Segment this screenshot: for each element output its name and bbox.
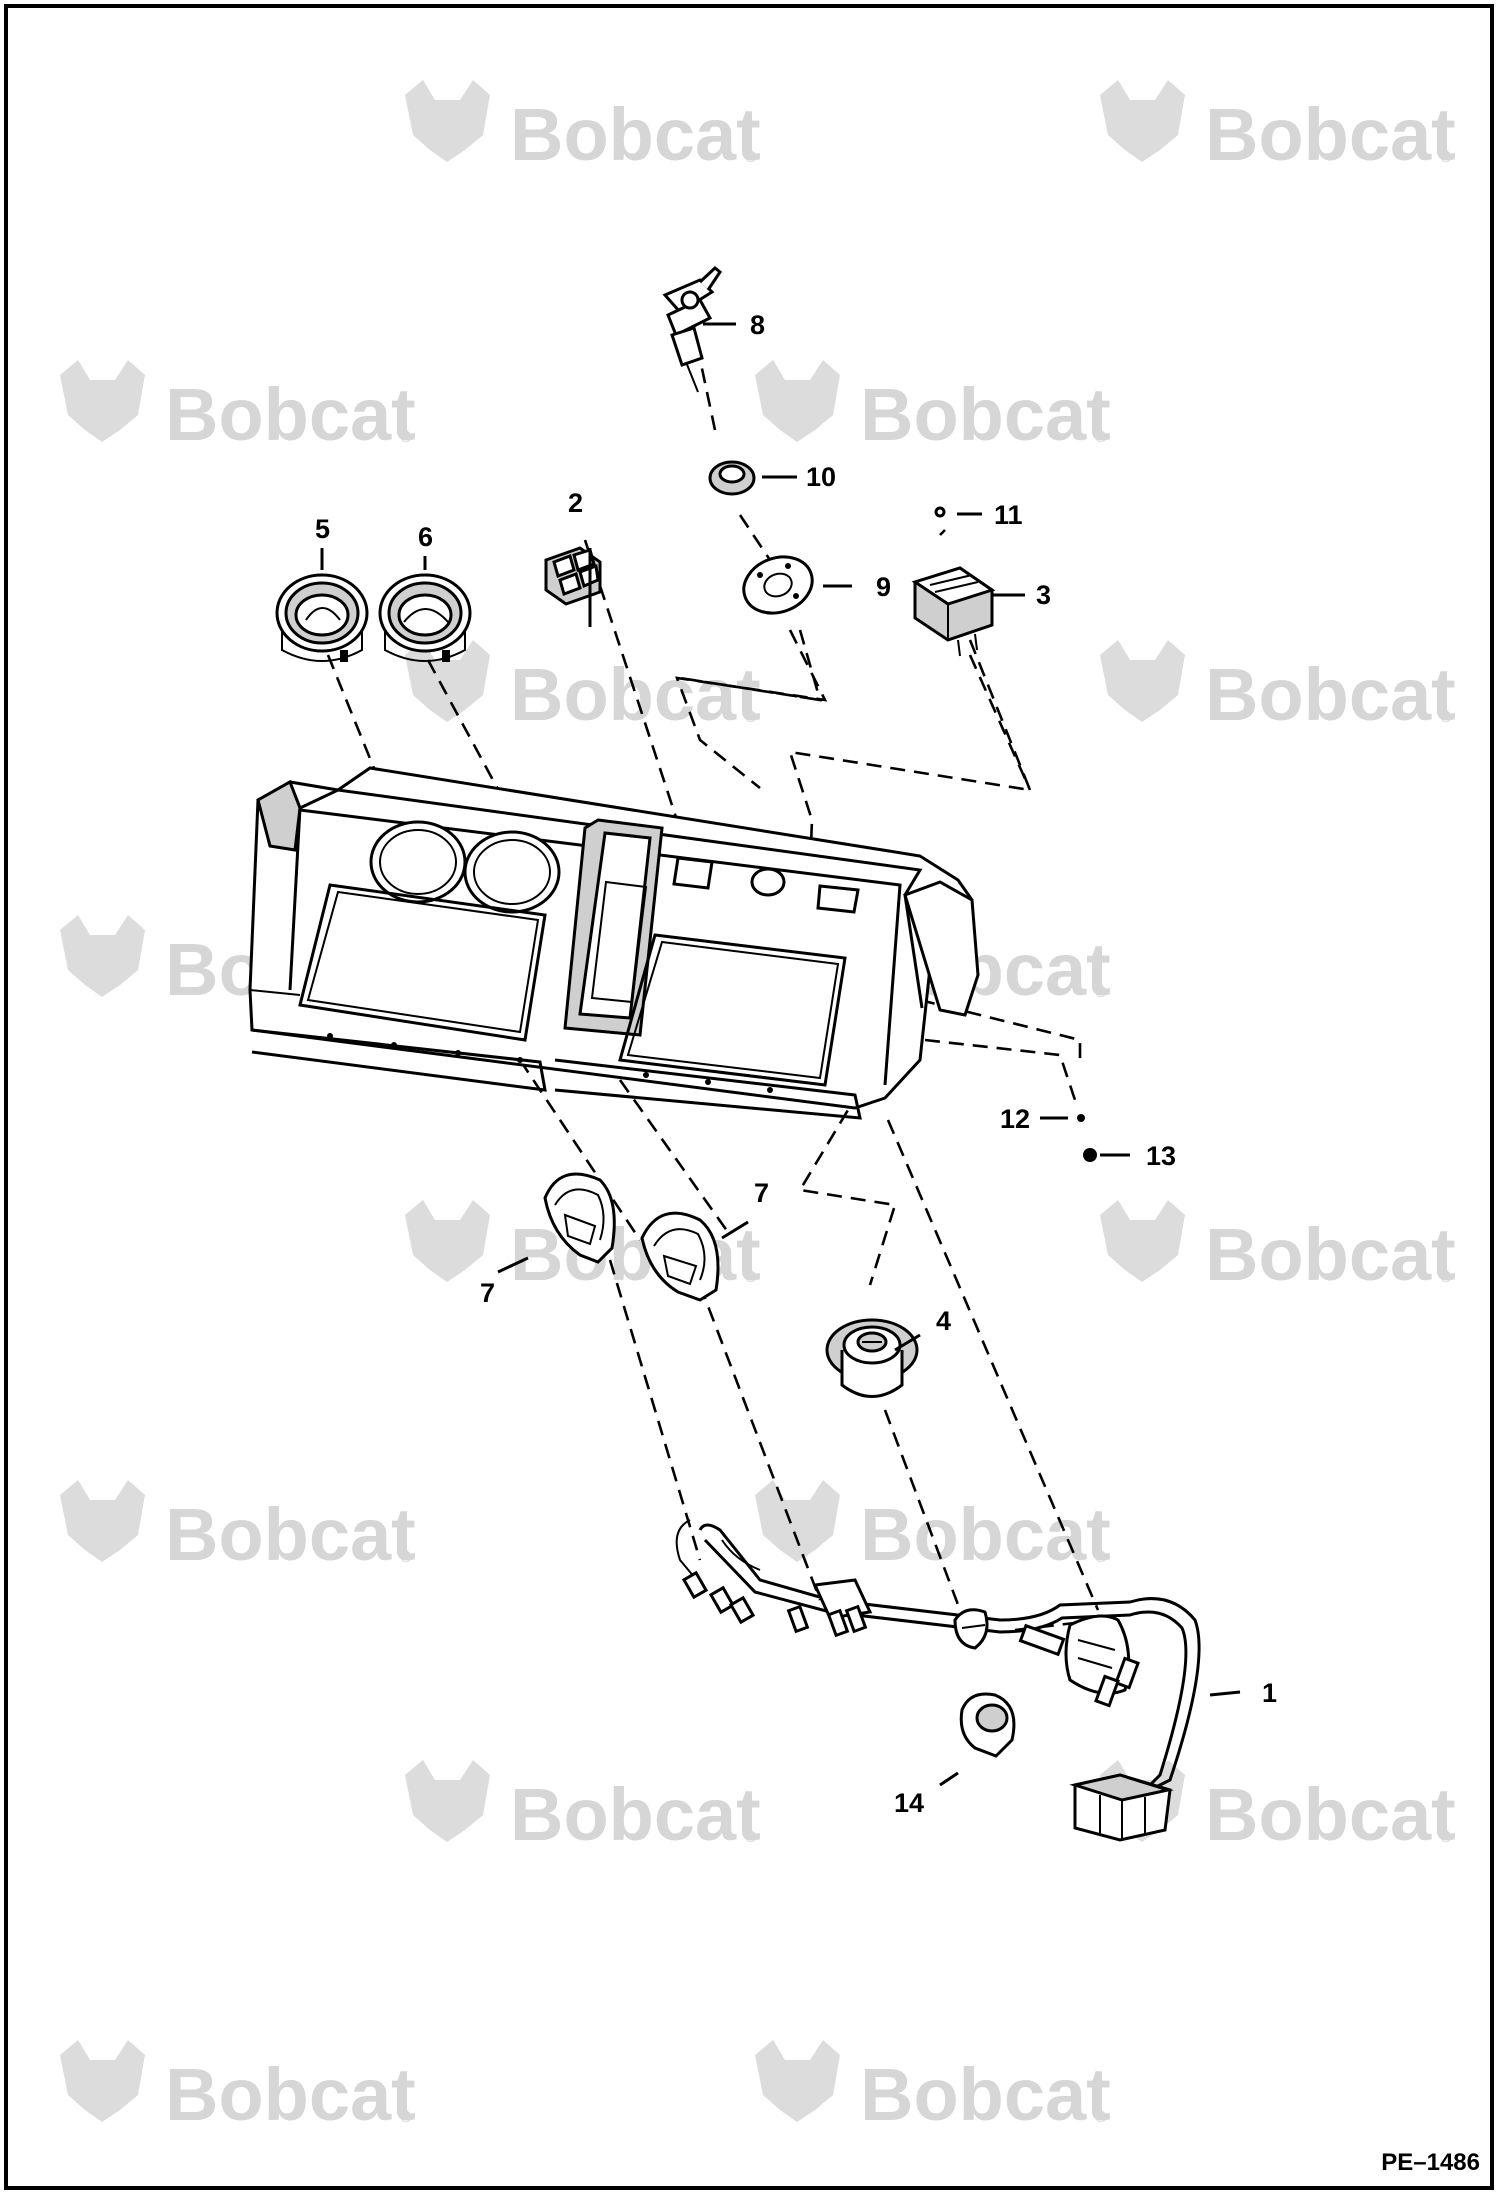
watermark-registered-mark: ® [745,1269,757,1286]
callout-1: 1 [1262,1678,1277,1708]
bobcat-watermark: Bobcat® [405,80,761,176]
watermark-registered-mark: ® [745,709,757,726]
watermark-registered-mark: ® [1440,149,1452,166]
watermark-registered-mark: ® [745,1829,757,1846]
callout-7-right: 7 [754,1178,769,1208]
bobcat-watermark: Bobcat® [1100,1200,1456,1296]
watermark-text: Bobcat [165,373,416,456]
callout-3: 3 [1036,580,1051,610]
part-1-wiring-harness [675,1519,1201,1842]
bobcat-logo-icon [755,1480,840,1562]
watermark-text: Bobcat [165,1493,416,1576]
callout-10: 10 [806,462,836,492]
part-9-plate [742,555,814,615]
watermark-registered-mark: ® [1440,709,1452,726]
part-5-gauge [275,573,369,662]
part-11-fastener [934,506,946,518]
watermark-registered-mark: ® [1095,2109,1107,2126]
bobcat-logo-icon [60,915,145,997]
watermark-registered-mark: ® [1095,429,1107,446]
callout-8: 8 [750,310,765,340]
bobcat-logo-icon [405,80,490,162]
bobcat-watermark: Bobcat® [755,2040,1111,2136]
watermark-text: Bobcat [860,373,1111,456]
watermark-text: Bobcat [1205,1773,1456,1856]
watermark-registered-mark: ® [1440,1269,1452,1286]
part-4-key-switch [825,1318,919,1398]
watermark-text: Bobcat [165,2053,416,2136]
watermark-registered-mark: ® [745,149,757,166]
watermark-registered-mark: ® [1095,984,1107,1001]
bobcat-logo-icon [755,360,840,442]
drawing-number: PE–1486 [1381,2149,1480,2176]
leader-lines [320,322,1241,1787]
bobcat-watermark: Bobcat® [1100,640,1456,736]
callout-5: 5 [315,514,330,544]
watermark-registered-mark: ® [400,429,412,446]
part-2-rocker-switch [544,546,602,606]
watermark-text: Bobcat [860,2053,1111,2136]
watermark-text: Bobcat [510,1213,761,1296]
part-3-switch [911,566,996,657]
bobcat-logo-icon [405,1200,490,1282]
bobcat-logo-icon [60,1480,145,1562]
callout-12: 12 [1000,1104,1030,1134]
watermark-registered-mark: ® [1095,1549,1107,1566]
bobcat-logo-icon [1100,1200,1185,1282]
watermark-text: Bobcat [1205,653,1456,736]
callout-labels: 1 2 3 4 5 6 7 7 8 9 10 11 12 13 14 [315,310,1277,1818]
watermark-text: Bobcat [510,1773,761,1856]
bobcat-watermark: Bobcat® [60,1480,416,1576]
bobcat-logo-icon [1100,80,1185,162]
callout-6: 6 [418,522,433,552]
bobcat-watermark: Bobcat® [405,1200,761,1296]
watermark-text: Bobcat [510,93,761,176]
callout-9: 9 [876,572,891,602]
callout-13: 13 [1146,1141,1176,1171]
bobcat-logo-icon [405,1760,490,1842]
watermark-text: Bobcat [510,653,761,736]
bobcat-watermark: Bobcat® [60,360,416,456]
bobcat-logo-icon [1100,640,1185,722]
watermark-text: Bobcat [1205,93,1456,176]
callout-14: 14 [894,1788,924,1818]
bobcat-watermark: Bobcat® [755,1480,1111,1576]
bobcat-watermark: Bobcat® [405,1760,761,1856]
part-14-grommet [959,1692,1016,1758]
watermark-registered-mark: ® [400,2109,412,2126]
watermark-registered-mark: ® [1440,1829,1452,1846]
watermark-registered-mark: ® [400,1549,412,1566]
part-8-keys [662,266,723,393]
bobcat-logo-icon [60,2040,145,2122]
watermark-text: Bobcat [1205,1213,1456,1296]
page-border [4,4,1494,2190]
part-7-clamp-right [640,1211,720,1302]
callout-2: 2 [568,488,583,518]
bobcat-logo-icon [755,2040,840,2122]
watermark-text: Bobcat [860,1493,1111,1576]
part-10-bushing [708,460,756,496]
bobcat-watermark: Bobcat® [755,360,1111,456]
dash-panel [248,766,980,1120]
bobcat-logo-icon [60,360,145,442]
part-13-nut [1083,1148,1097,1162]
callout-7-left: 7 [480,1278,495,1308]
bobcat-watermark: Bobcat® [1100,80,1456,176]
bobcat-watermark: Bobcat® [60,2040,416,2136]
callout-4: 4 [936,1306,951,1336]
part-12-washer [1077,1114,1085,1122]
part-7-clamp-left [543,1172,616,1264]
bobcat-watermark: Bobcat® [405,640,761,736]
part-6-gauge [378,573,472,662]
callout-11: 11 [994,500,1023,530]
